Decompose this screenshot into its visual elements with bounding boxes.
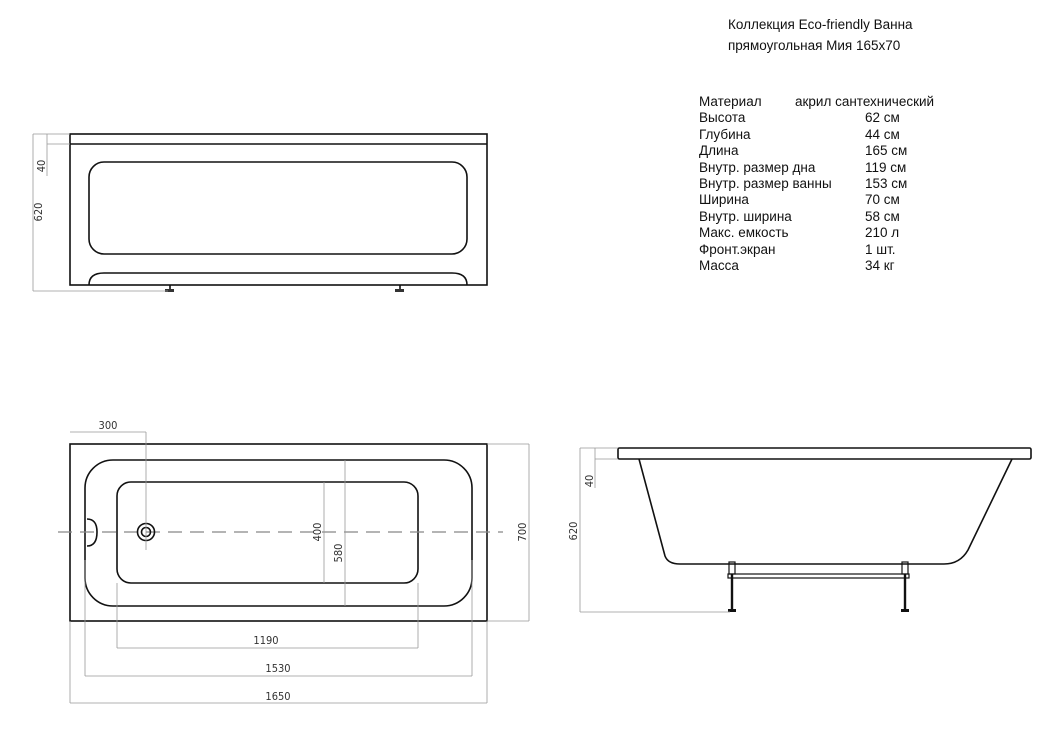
- spec-value: 210 л: [865, 225, 900, 241]
- spec-value: 1 шт.: [865, 241, 896, 257]
- spec-label: Фронт.экран: [699, 241, 776, 257]
- spec-value: 58 см: [865, 208, 900, 224]
- overflow-icon: [86, 518, 98, 547]
- dim-bottom-width: 400: [311, 523, 324, 542]
- dim-width: 700: [516, 523, 529, 542]
- side-view: 620 40: [567, 447, 1032, 613]
- spec-label: Макс. емкость: [699, 225, 789, 241]
- dim-inner-length: 1530: [265, 662, 290, 675]
- spec-value: 165 см: [865, 143, 908, 159]
- dim-rim: 40: [35, 160, 48, 173]
- dim-bottom-length: 1190: [253, 634, 278, 647]
- spec-label: Масса: [699, 258, 739, 273]
- foot-icon: [165, 285, 174, 292]
- spec-label: Внутр. размер дна: [699, 159, 816, 175]
- front-view: 620 40: [32, 133, 488, 292]
- spec-value: акрил сантехнический: [795, 94, 935, 109]
- title-line-2: прямоугольная Мия 165x70: [728, 38, 901, 53]
- dim-length: 1650: [265, 690, 290, 703]
- plan-view: 300 400 580 700 1190 1530 1650: [58, 419, 530, 704]
- spec-value: 70 см: [865, 192, 900, 208]
- spec-label: Внутр. размер ванны: [699, 176, 832, 191]
- leg-icon: [901, 561, 909, 612]
- spec-label: Высота: [699, 110, 746, 126]
- spec-value: 62 см: [865, 110, 900, 126]
- leg-icon: [728, 561, 736, 612]
- title-line-1: Коллекция Eco-friendly Ванна: [728, 17, 913, 32]
- spec-label: Внутр. ширина: [699, 208, 792, 224]
- foot-icon: [395, 285, 404, 292]
- spec-label: Длина: [699, 143, 739, 159]
- spec-value: 44 см: [865, 126, 900, 142]
- spec-value: 153 см: [865, 176, 908, 191]
- spec-label: Глубина: [699, 126, 751, 142]
- spec-label: Ширина: [699, 192, 749, 208]
- dim-side-height: 620: [567, 522, 580, 541]
- dim-drain-offset: 300: [99, 419, 118, 432]
- dim-height: 620: [32, 203, 45, 222]
- dim-side-rim: 40: [583, 475, 596, 488]
- spec-value: 119 см: [865, 159, 907, 175]
- spec-value: 34 кг: [865, 258, 895, 273]
- dim-inner-width: 580: [332, 544, 345, 563]
- spec-label: Материал: [699, 94, 762, 109]
